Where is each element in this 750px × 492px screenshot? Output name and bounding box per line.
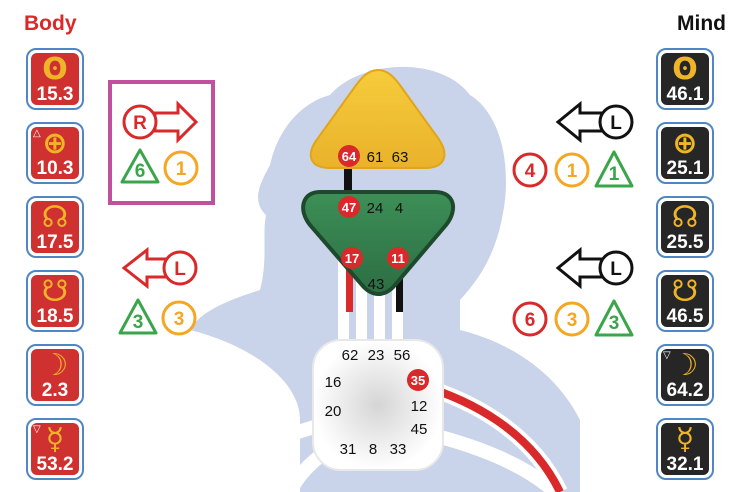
mind-column-title: Mind xyxy=(677,12,726,35)
mind-north-node-value: 25.5 xyxy=(666,232,704,253)
mind-earth-tile[interactable]: ⊕ 25.1 xyxy=(656,122,714,184)
triangle-icon xyxy=(594,299,634,337)
circle-value: 3 xyxy=(567,310,578,331)
north-node-icon: ☊ xyxy=(671,200,699,235)
mind-north-node-tile[interactable]: ☊ 25.5 xyxy=(656,196,714,258)
arrow-left-icon: L xyxy=(555,100,634,144)
gate-20: 20 xyxy=(325,403,342,420)
mind-sun-value: 46.1 xyxy=(666,84,704,105)
body-south-node-tile[interactable]: ☋ 18.5 xyxy=(26,270,84,332)
gate-56: 56 xyxy=(394,347,411,364)
arrow-right-icon: R xyxy=(122,100,199,144)
body-sun-value: 15.3 xyxy=(36,84,74,105)
south-node-icon: ☋ xyxy=(671,274,699,309)
mercury-icon: ☿ xyxy=(45,422,65,457)
gate-23: 23 xyxy=(368,347,385,364)
body-sun-tile[interactable]: ʘ 15.3 xyxy=(26,48,84,110)
moon-icon: ☽ xyxy=(671,348,699,383)
circle-value: 4 xyxy=(525,161,536,182)
circle-value: 1 xyxy=(176,159,187,180)
sun-icon: ʘ xyxy=(672,52,698,87)
body-mercury-tile[interactable]: ▽ ☿ 53.2 xyxy=(26,418,84,480)
ajna-center xyxy=(301,190,456,296)
mind-moon-value: 64.2 xyxy=(666,380,704,401)
gate-17: 17 xyxy=(345,251,359,266)
mind-earth-value: 25.1 xyxy=(666,158,704,179)
mind-sun-tile[interactable]: ʘ 46.1 xyxy=(656,48,714,110)
circle-icon xyxy=(554,301,590,337)
moon-icon: ☽ xyxy=(41,348,69,383)
gate-24: 24 xyxy=(367,200,384,217)
mind-mercury-tile[interactable]: ☿ 32.1 xyxy=(656,418,714,480)
gate-31: 31 xyxy=(340,441,357,458)
exalted-mark-icon: △ xyxy=(33,128,41,139)
gate-8: 8 xyxy=(369,441,377,458)
arrow-left-icon: L xyxy=(121,246,198,290)
body-mercury-value: 53.2 xyxy=(36,454,74,475)
gate-12: 12 xyxy=(411,398,428,415)
mind-moon-tile[interactable]: ▽ ☽ 64.2 xyxy=(656,344,714,406)
body-moon-tile[interactable]: ☽ 2.3 xyxy=(26,344,84,406)
gate-16: 16 xyxy=(325,374,342,391)
gate-4: 4 xyxy=(395,200,403,217)
gate-63: 63 xyxy=(392,149,409,166)
body-earth-tile[interactable]: △ ⊕ 10.3 xyxy=(26,122,84,184)
triangle-value: 3 xyxy=(609,313,620,334)
triangle-icon xyxy=(118,298,158,335)
north-node-icon: ☊ xyxy=(41,200,69,235)
body-north-node-value: 17.5 xyxy=(36,232,74,253)
arrow-left-icon: L xyxy=(555,246,634,290)
arrow-letter: L xyxy=(610,259,622,280)
detriment-mark-icon: ▽ xyxy=(663,350,671,361)
triangle-icon xyxy=(120,148,160,184)
earth-icon: ⊕ xyxy=(672,126,698,161)
circle-icon xyxy=(512,301,548,337)
body-north-node-tile[interactable]: ☊ 17.5 xyxy=(26,196,84,258)
circle-icon xyxy=(163,150,199,186)
circle-value: 1 xyxy=(567,161,578,182)
gate-47: 47 xyxy=(342,200,356,215)
circle-icon xyxy=(161,300,197,336)
gate-11: 11 xyxy=(391,251,405,266)
arrow-letter: L xyxy=(174,259,186,280)
arrow-letter: L xyxy=(610,113,622,134)
detriment-mark-icon: ▽ xyxy=(33,424,41,435)
south-node-icon: ☋ xyxy=(41,274,69,309)
circle-value: 6 xyxy=(525,310,536,331)
gate-64: 64 xyxy=(342,149,357,164)
circle-icon xyxy=(512,152,548,188)
body-earth-value: 10.3 xyxy=(36,158,74,179)
variable-highlight-box[interactable] xyxy=(108,80,215,205)
gate-62: 62 xyxy=(342,347,359,364)
mind-south-node-value: 46.5 xyxy=(666,306,704,327)
triangle-value: 3 xyxy=(133,312,144,333)
head-center xyxy=(309,68,446,169)
mercury-icon: ☿ xyxy=(675,422,695,457)
arrow-letter: R xyxy=(133,113,147,134)
gate-33: 33 xyxy=(390,441,407,458)
gate-43: 43 xyxy=(368,276,385,293)
triangle-value: 1 xyxy=(609,164,620,185)
earth-icon: ⊕ xyxy=(42,126,68,161)
circle-icon xyxy=(554,152,590,188)
sun-icon: ʘ xyxy=(42,52,68,87)
mind-mercury-value: 32.1 xyxy=(666,454,704,475)
gate-61: 61 xyxy=(367,149,384,166)
body-moon-value: 2.3 xyxy=(41,380,69,401)
gate-35: 35 xyxy=(411,373,425,388)
gate-45: 45 xyxy=(411,421,428,438)
circle-value: 3 xyxy=(174,309,185,330)
triangle-icon xyxy=(594,150,634,188)
body-south-node-value: 18.5 xyxy=(36,306,74,327)
body-column-title: Body xyxy=(24,12,77,35)
mind-south-node-tile[interactable]: ☋ 46.5 xyxy=(656,270,714,332)
triangle-value: 6 xyxy=(135,161,146,182)
